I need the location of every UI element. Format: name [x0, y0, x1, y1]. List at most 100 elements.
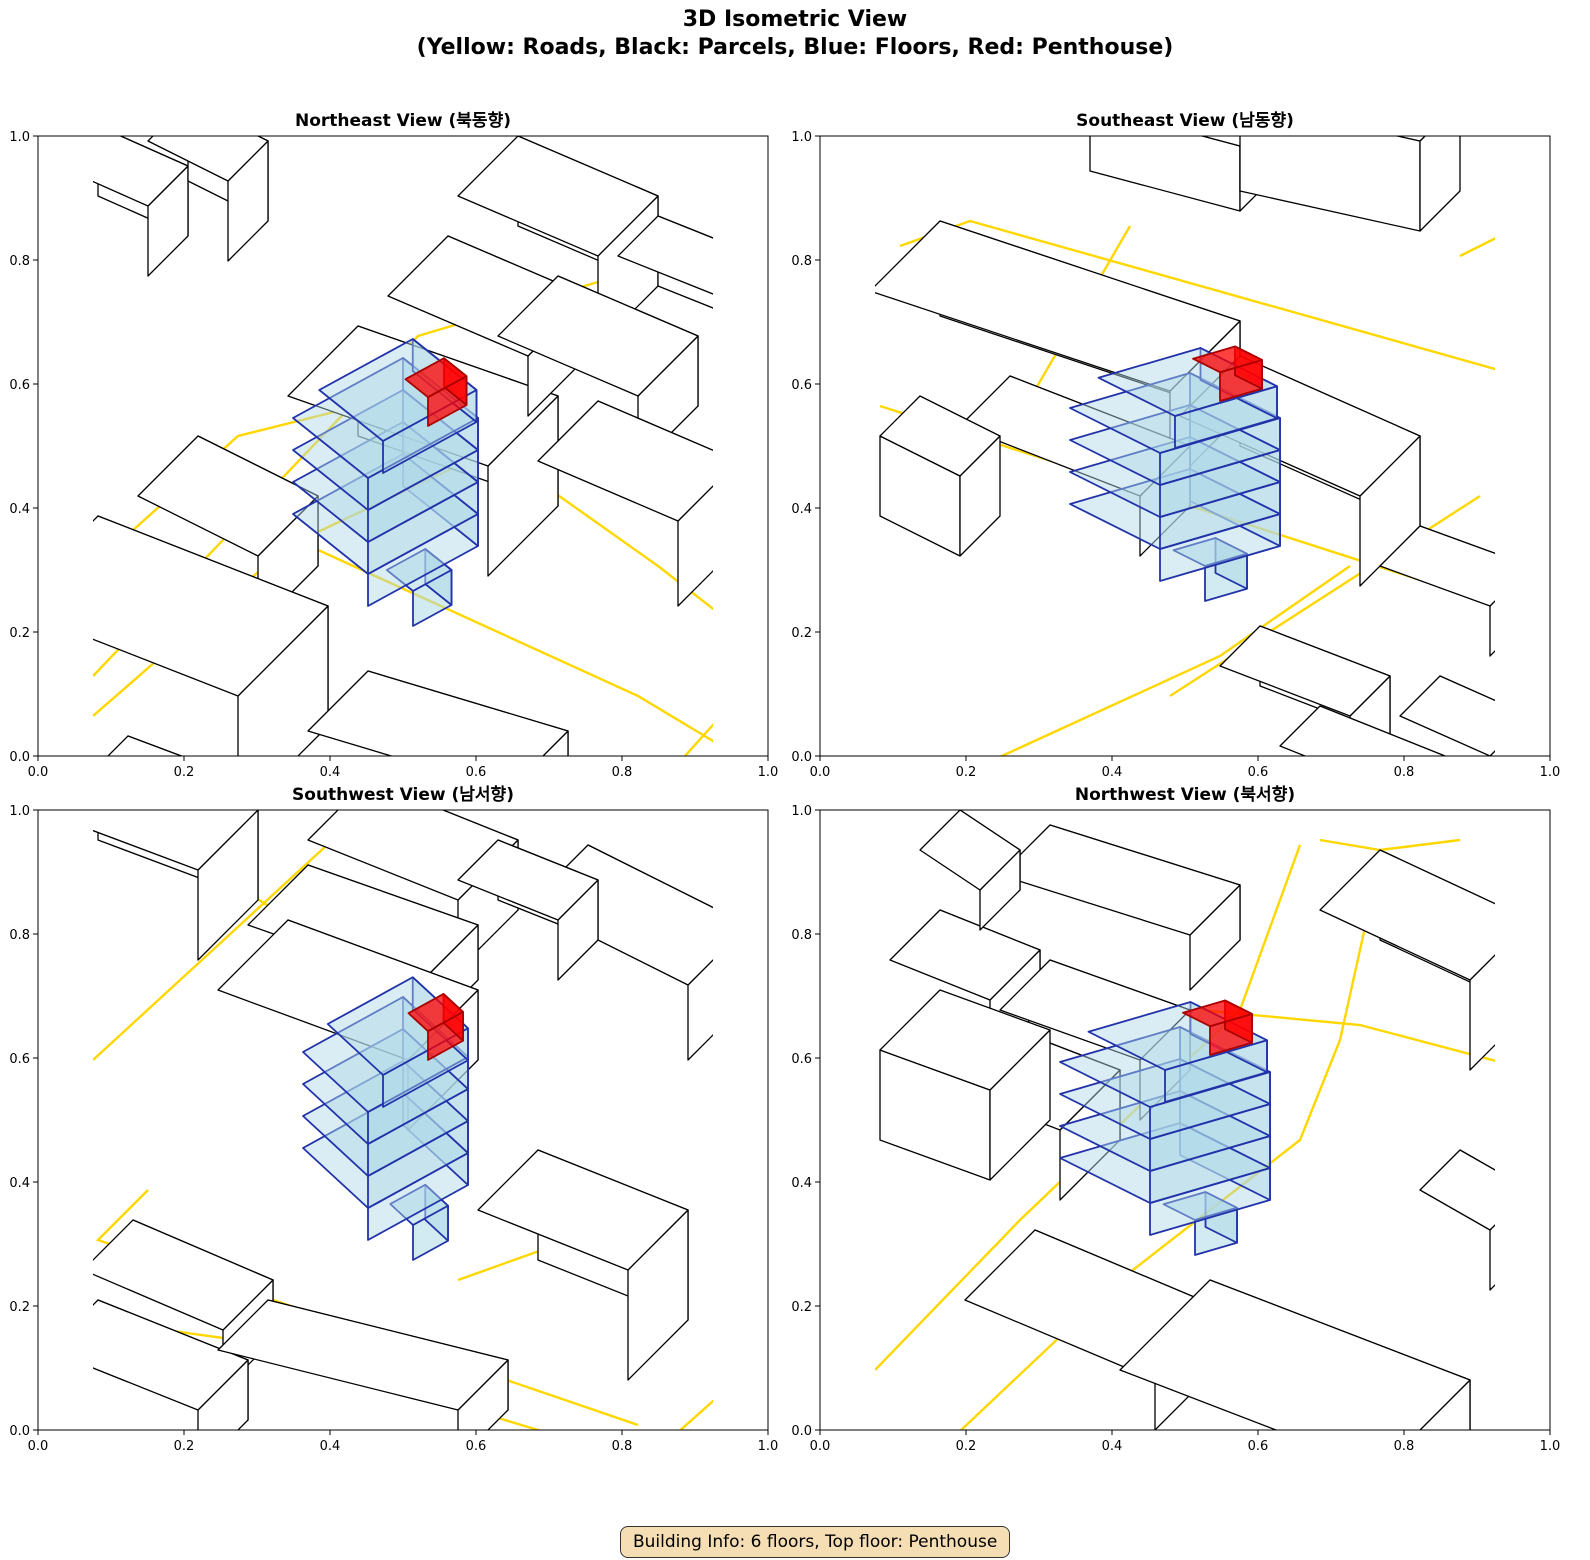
axes: 0.00.00.20.20.40.40.60.60.80.81.01.0 — [791, 130, 1560, 780]
scene — [875, 810, 1495, 1430]
axes: 0.00.00.20.20.40.40.60.60.80.81.01.0 — [9, 804, 778, 1454]
subplot-title: Southeast View (남동향) — [1076, 110, 1294, 131]
parcel-building — [1419, 136, 1461, 232]
y-tick-label: 0.6 — [9, 378, 30, 393]
parcel-building — [137, 435, 319, 557]
road-line — [1319, 838, 1461, 852]
northwest-plot: Northwest View (북서향) 0.00.00.20.20.40.40… — [791, 784, 1561, 1454]
floor-annex — [385, 548, 453, 592]
axes-frame — [819, 809, 1551, 1431]
y-tick-label: 0.2 — [9, 626, 30, 641]
x-tick-label: 0.0 — [28, 1439, 49, 1454]
parcel-building — [107, 735, 184, 756]
axes-frame — [37, 135, 769, 757]
x-tick-label: 0.4 — [320, 765, 341, 780]
scene — [93, 136, 713, 756]
plot-area — [875, 810, 1495, 1430]
parcel-building — [879, 395, 1001, 477]
parcel-building — [307, 670, 569, 756]
southwest-plot: Southwest View (남서향) 0.00.00.20.20.40.40… — [9, 784, 778, 1454]
parcel-building — [1219, 625, 1391, 717]
y-tick-label: 0.8 — [9, 254, 30, 269]
x-tick-label: 0.2 — [174, 765, 195, 780]
parcel-building — [1394, 136, 1426, 142]
target-building — [1059, 999, 1271, 1256]
parcel-building — [217, 919, 479, 1061]
parcel-building — [147, 136, 269, 182]
parcel-building — [287, 325, 559, 467]
road-line — [998, 565, 1351, 756]
x-tick-label: 0.6 — [1248, 1439, 1269, 1454]
parcel-building — [1489, 600, 1495, 657]
road-line — [1459, 237, 1495, 258]
y-tick-label: 0.8 — [791, 928, 812, 943]
x-tick-label: 0.8 — [612, 1439, 633, 1454]
scene — [875, 136, 1495, 756]
figure-subtitle-legend: (Yellow: Roads, Black: Parcels, Blue: Fl… — [416, 35, 1174, 60]
parcel-building — [497, 275, 699, 397]
y-tick-label: 0.4 — [791, 502, 812, 517]
parcel-building — [1379, 525, 1495, 607]
subplot-title: Southwest View (남서향) — [292, 784, 514, 805]
parcel-building — [919, 810, 1021, 891]
x-tick-label: 1.0 — [758, 1439, 779, 1454]
x-tick-label: 1.0 — [1540, 765, 1561, 780]
x-tick-label: 1.0 — [1540, 1439, 1561, 1454]
x-tick-label: 0.4 — [1102, 1439, 1123, 1454]
y-tick-label: 0.2 — [791, 626, 812, 641]
x-tick-label: 0.4 — [320, 1439, 341, 1454]
y-tick-label: 0.2 — [9, 1300, 30, 1315]
x-tick-label: 0.6 — [466, 765, 487, 780]
y-tick-label: 0.4 — [9, 502, 30, 517]
northeast-plot: Northeast View (북동향) 0.00.00.20.20.40.40… — [9, 110, 779, 780]
axes-frame — [37, 809, 769, 1431]
y-tick-label: 1.0 — [9, 804, 30, 819]
y-tick-label: 0.0 — [9, 750, 30, 765]
parcel-building — [999, 959, 1191, 1061]
y-tick-label: 0.8 — [9, 928, 30, 943]
penthouse — [404, 357, 468, 399]
y-tick-label: 0.8 — [791, 254, 812, 269]
road-line — [93, 404, 359, 567]
x-tick-label: 0.0 — [810, 765, 831, 780]
parcel-building — [889, 909, 1041, 1001]
target-building — [292, 338, 479, 627]
parcel-building — [1419, 1149, 1495, 1231]
road-line — [875, 844, 1302, 1371]
parcel-building — [1319, 849, 1495, 981]
axes-frame — [819, 135, 1551, 757]
floor-annex — [1172, 537, 1248, 567]
parcel-building — [457, 839, 599, 921]
y-tick-label: 0.4 — [791, 1176, 812, 1191]
floor-annex — [389, 1183, 449, 1226]
y-tick-label: 0.6 — [791, 378, 812, 393]
target-building — [302, 976, 469, 1261]
x-tick-label: 0.8 — [1394, 1439, 1415, 1454]
plot-area — [93, 810, 713, 1430]
x-tick-label: 0.6 — [1248, 765, 1269, 780]
subplot-title: Northwest View (북서향) — [1075, 784, 1295, 805]
parcel-building — [1399, 675, 1495, 756]
x-tick-label: 1.0 — [758, 765, 779, 780]
x-tick-label: 0.0 — [810, 1439, 831, 1454]
parcel-building — [93, 515, 329, 697]
parcel-building — [537, 400, 713, 522]
southeast-plot: Southeast View (남동향) 0.00.00.20.20.40.40… — [791, 110, 1560, 780]
y-tick-label: 0.6 — [9, 1052, 30, 1067]
x-tick-label: 0.8 — [612, 765, 633, 780]
x-tick-label: 0.6 — [466, 1439, 487, 1454]
x-tick-label: 0.4 — [1102, 765, 1123, 780]
x-tick-label: 0.2 — [956, 765, 977, 780]
x-tick-label: 0.0 — [28, 765, 49, 780]
figure-title: 3D Isometric View — [682, 7, 908, 32]
road-line — [683, 723, 713, 756]
y-tick-label: 1.0 — [9, 130, 30, 145]
y-tick-label: 0.2 — [791, 1300, 812, 1315]
parcel-building — [1279, 705, 1447, 756]
x-tick-label: 0.8 — [1394, 765, 1415, 780]
parcel-building — [1119, 1279, 1471, 1430]
y-tick-label: 1.0 — [791, 130, 812, 145]
